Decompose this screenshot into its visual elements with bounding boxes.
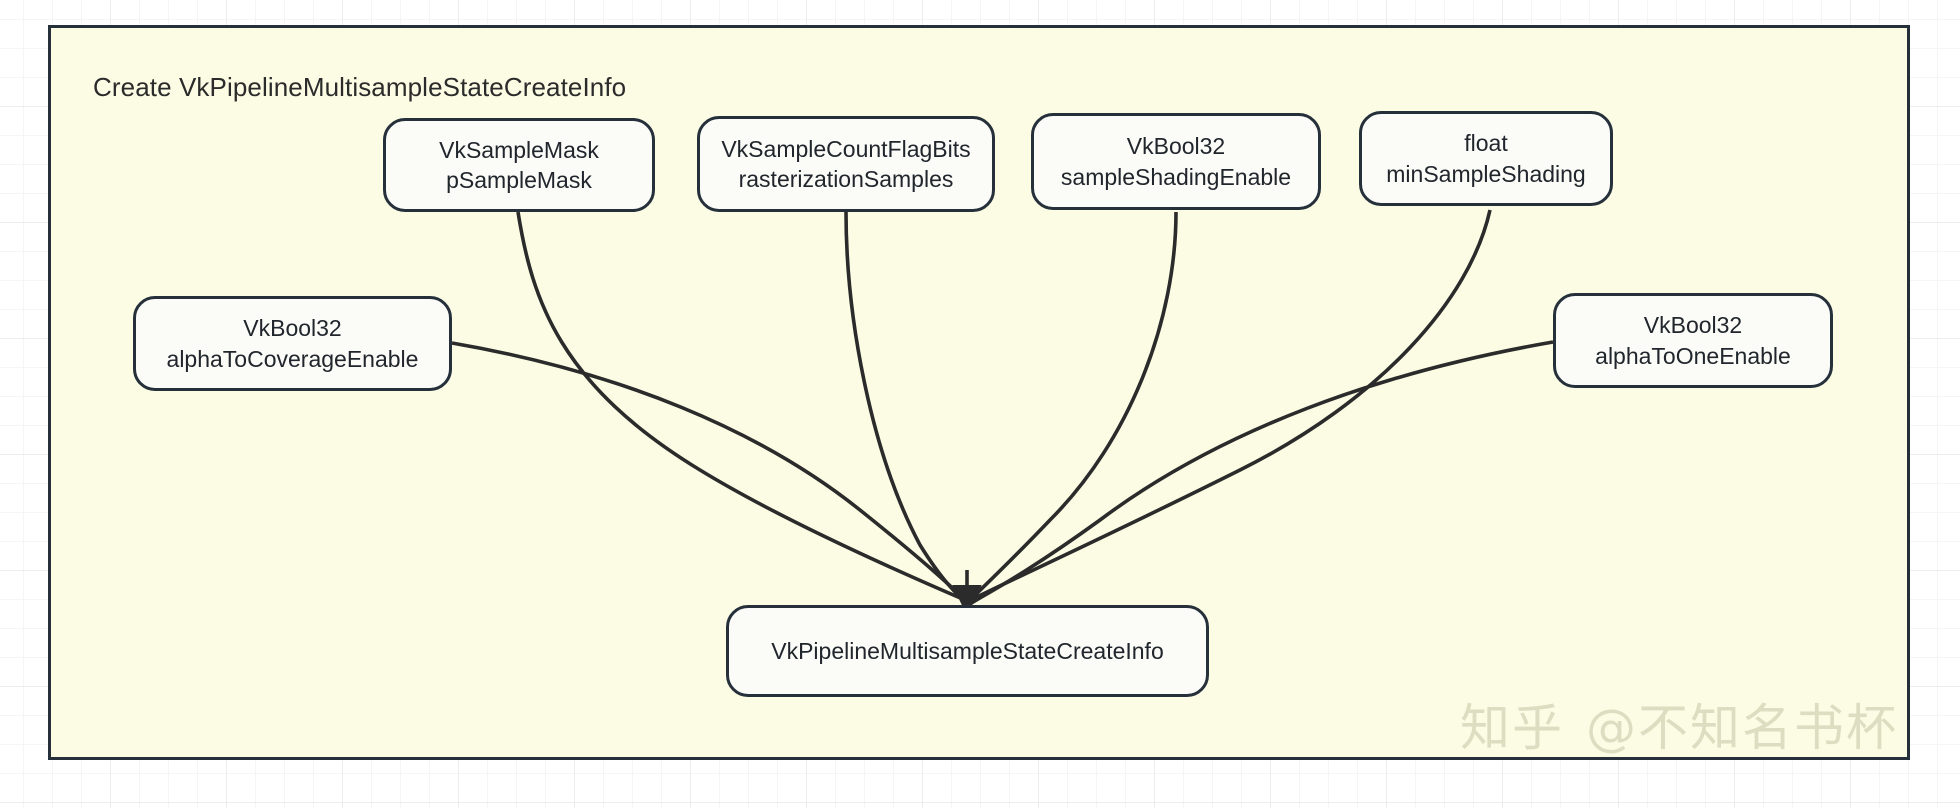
node-psamplemask[interactable]: VkSampleMask pSampleMask [383,118,655,212]
watermark-handle: @不知名书杯 [1586,699,1898,757]
watermark: 知乎 @不知名书杯 [1460,688,1898,760]
node-alphatooneenable[interactable]: VkBool32 alphaToOneEnable [1553,293,1833,388]
node-name-line: sampleShadingEnable [1060,163,1292,190]
node-name-line: minSampleShading [1386,160,1586,187]
node-name-line: alphaToOneEnable [1595,342,1791,369]
node-minsampleshading[interactable]: float minSampleShading [1359,111,1613,206]
node-type-line: VkBool32 [1126,133,1226,160]
node-target-label: VkPipelineMultisampleStateCreateInfo [771,637,1164,664]
node-sampleshadingenable[interactable]: VkBool32 sampleShadingEnable [1031,113,1321,210]
watermark-logo: 知乎 [1460,699,1564,757]
node-name-line: alphaToCoverageEnable [166,345,419,372]
node-vkpipelinemultisamplestatecreateinfo[interactable]: VkPipelineMultisampleStateCreateInfo [726,605,1209,697]
node-type-line: VkSampleMask [439,136,599,163]
node-alphatocoverageenable[interactable]: VkBool32 alphaToCoverageEnable [133,296,452,391]
node-type-line: float [1464,130,1508,157]
node-type-line: VkBool32 [1643,312,1743,339]
node-type-line: VkSampleCountFlagBits [721,135,971,162]
diagram-title: Create VkPipelineMultisampleStateCreateI… [93,72,627,102]
node-rasterizationsamples[interactable]: VkSampleCountFlagBits rasterizationSampl… [697,116,995,212]
node-type-line: VkBool32 [243,315,342,342]
node-name-line: pSampleMask [446,167,592,193]
node-name-line: rasterizationSamples [738,166,954,192]
